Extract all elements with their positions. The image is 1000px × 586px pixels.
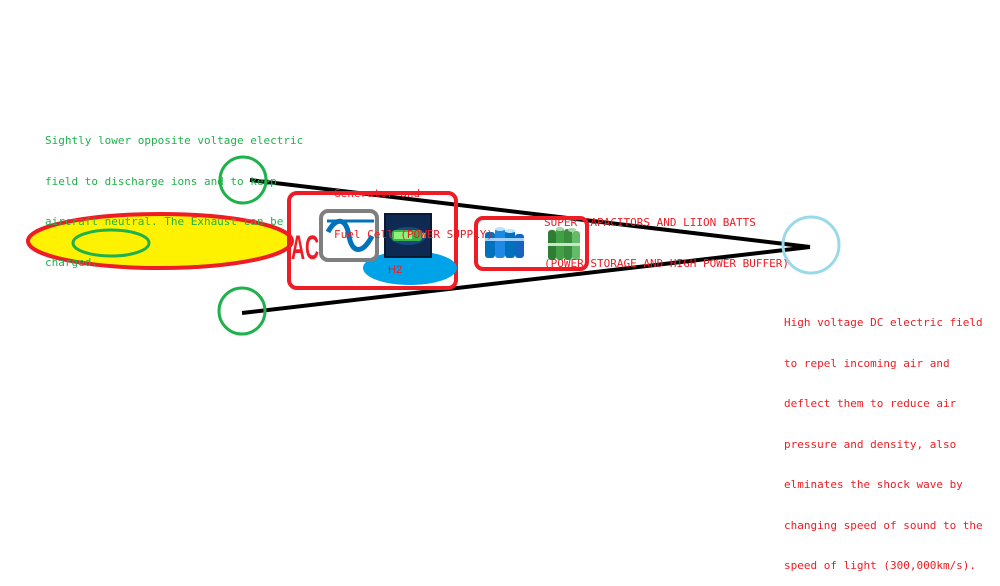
liion-battery-pack-icon	[548, 227, 580, 260]
aircraft-field-diagram: H2 AC	[26, 155, 841, 336]
exhaust-inner-ring	[71, 228, 151, 258]
ac-sine-wave-icon	[319, 209, 379, 262]
power-storage-label-line: SUPER CAPACITORS AND LIION BATTS	[544, 216, 756, 229]
nose-field-note-line: speed of light (300,000km/s).	[784, 559, 977, 572]
exhaust-field-note-line: Sightly lower opposite voltage electric	[45, 134, 304, 147]
nose-field-note: High voltage DC electric field to repel …	[784, 289, 983, 586]
exhaust-field-note-line: charged.	[45, 255, 98, 269]
nose-field-note-line: to repel incoming air and	[784, 356, 950, 370]
power-supply-label-line: Generator and	[334, 187, 421, 200]
power-supply-label-line: Fuel Cell (POWER SUPPLY)	[334, 227, 493, 241]
exhaust-field-note-line: field to discharge ions and to keep	[45, 174, 277, 188]
exhaust-field-note-line: aircraft neutral. The Exhaust can be	[45, 215, 284, 228]
upper-rear-electrode-ring	[218, 155, 268, 205]
power-storage-label: SUPER CAPACITORS AND LIION BATTS (POWER …	[544, 189, 789, 284]
exhaust-field-note: Sightly lower opposite voltage electric …	[45, 107, 303, 283]
power-storage-label-line: (POWER STORAGE AND HIGH POWER BUFFER)	[544, 256, 790, 270]
nose-electrode-ring	[781, 215, 841, 275]
fuel-cell-battery-icon	[384, 213, 432, 258]
fuselage-bottom-line	[241, 245, 811, 315]
nose-field-note-line: deflect them to reduce air	[784, 397, 957, 410]
nose-field-note-line: elminates the shock wave by	[784, 478, 963, 491]
h2-tank	[363, 251, 457, 285]
ac-label: AC	[291, 229, 319, 267]
power-storage-box	[474, 216, 589, 271]
lower-rear-electrode-ring	[217, 286, 267, 336]
nose-field-note-line: High voltage DC electric field	[784, 316, 983, 329]
nose-field-note-line: changing speed of sound to the	[784, 518, 983, 532]
super-capacitor-icon	[485, 227, 524, 258]
power-supply-box	[287, 191, 458, 290]
power-supply-label: Generator and Fuel Cell (POWER SUPPLY)	[334, 160, 493, 255]
h2-label: H2	[388, 264, 402, 276]
nose-field-note-line: pressure and density, also	[784, 437, 957, 451]
